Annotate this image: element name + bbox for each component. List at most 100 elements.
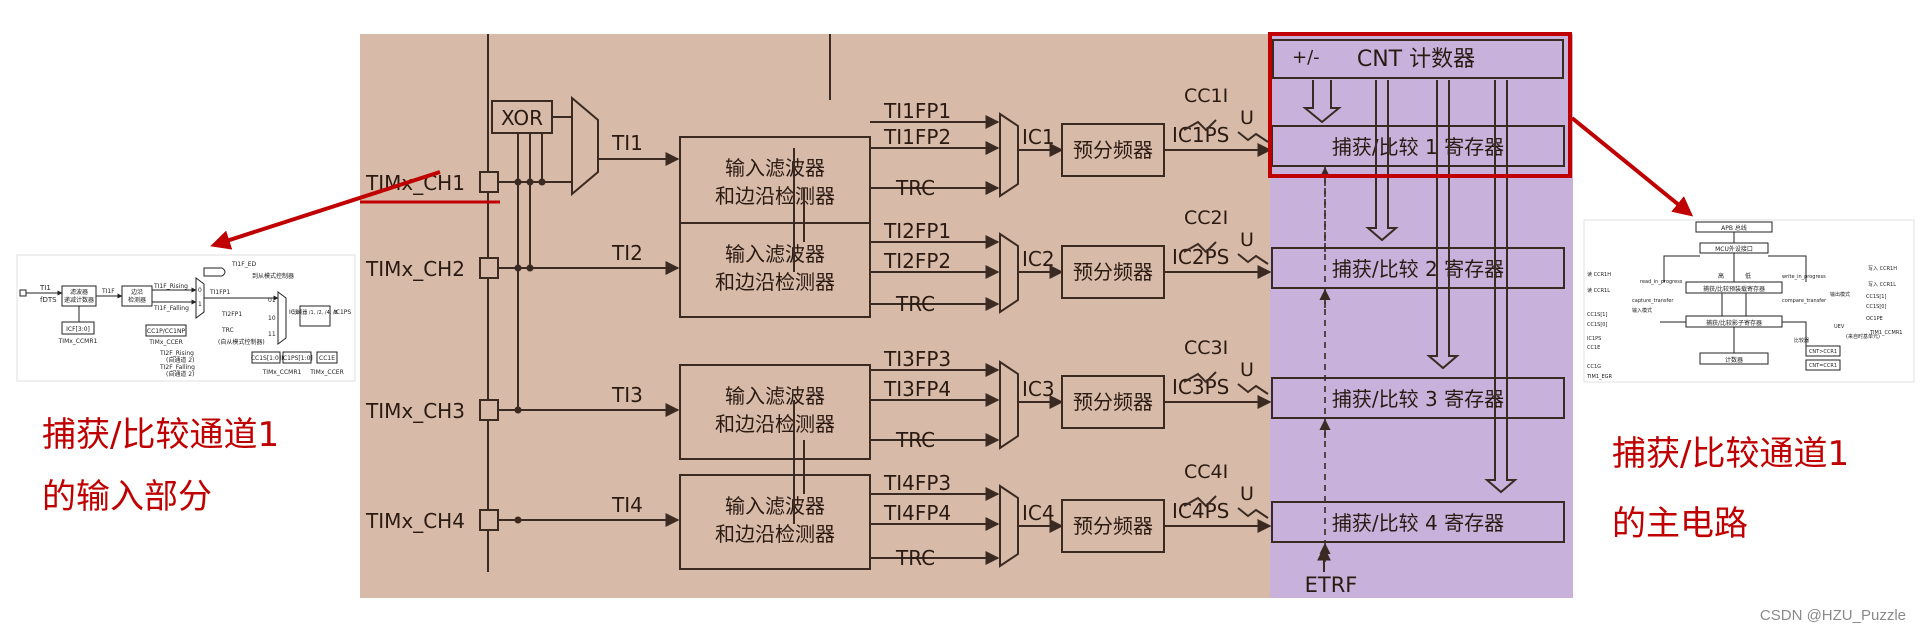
trc-ch1: TRC [895, 176, 935, 200]
u-label-ch2: U [1240, 229, 1254, 251]
svg-text:TI1F_ED: TI1F_ED [231, 261, 256, 268]
ti-label-ch3: TI3 [611, 383, 643, 407]
svg-text:检测器: 检测器 [128, 296, 146, 304]
svg-text:读 CCR1H: 读 CCR1H [1587, 271, 1611, 278]
filter-label1-ch4: 输入滤波器 [725, 494, 825, 518]
ic-mux-ch1 [999, 112, 1019, 198]
register-label-2: 捕获/比较 2 寄存器 [1332, 257, 1504, 281]
svg-text:CC1S[0]: CC1S[0] [1587, 322, 1607, 328]
left-thumbnail: TI1 fDTS 滤波器 递减计数器 TI1F 边沿 检测器 TI1F_Risi… [16, 254, 356, 382]
cci-label-ch4: CC4I [1184, 461, 1228, 483]
xor-mux [571, 95, 599, 197]
svg-text:CNT=CCR1: CNT=CCR1 [1809, 363, 1837, 369]
filter-label1-ch2: 输入滤波器 [725, 242, 825, 266]
prescaler-ch4 [1061, 499, 1165, 553]
u-label-ch1: U [1240, 107, 1254, 129]
svg-text:读 CCR1L: 读 CCR1L [1587, 287, 1610, 294]
filter-edge-detector-ch4 [679, 474, 871, 570]
svg-text:TI2FP1: TI2FP1 [221, 311, 242, 318]
svg-text:(来自时基单元): (来自时基单元) [1846, 333, 1880, 340]
svg-text:TRC: TRC [221, 327, 234, 334]
filter-label1-ch1: 输入滤波器 [725, 156, 825, 180]
capture-compare-register-1 [1271, 125, 1565, 167]
prescaler-ch3 [1061, 375, 1165, 429]
trc-ch2: TRC [895, 292, 935, 316]
filter-edge-detector-ch1 [679, 136, 871, 232]
u-label-ch3: U [1240, 359, 1254, 381]
svg-text:IC1PS: IC1PS [1587, 336, 1601, 342]
filter-label2-ch3: 和边沿检测器 [715, 412, 835, 436]
svg-text:TIMx_CCMR1: TIMx_CCMR1 [58, 338, 98, 345]
svg-text:捕获/比较预装载寄存器: 捕获/比较预装载寄存器 [1703, 285, 1765, 293]
ic-mux-ch3 [999, 360, 1019, 450]
ic-label-ch4: IC4 [1022, 501, 1055, 525]
fp-a-ch1: TI1FP1 [883, 99, 951, 123]
right-pointer-arrow [1570, 116, 1694, 217]
svg-text:CC1S[0]: CC1S[0] [1866, 304, 1886, 310]
filter-label2-ch2: 和边沿检测器 [715, 270, 835, 294]
svg-text:MCU外设接口: MCU外设接口 [1715, 245, 1753, 253]
pin-ch3 [479, 399, 499, 421]
u-label-ch4: U [1240, 483, 1254, 505]
xor-block [491, 100, 553, 134]
svg-text:10: 10 [268, 315, 276, 322]
pin-label-ch4: TIMx_CH4 [365, 509, 465, 533]
filter-edge-detector-ch2 [679, 222, 871, 318]
svg-text:compare_transfer: compare_transfer [1782, 298, 1827, 304]
svg-text:写入 CCR1H: 写入 CCR1H [1868, 266, 1897, 272]
svg-text:TIMx_CCMR1: TIMx_CCMR1 [262, 369, 302, 376]
left-caption-line1: 捕获/比较通道1 [42, 415, 279, 455]
left-pointer-arrow [210, 170, 441, 250]
svg-text:TI1FP1: TI1FP1 [209, 289, 230, 296]
ic-label-ch2: IC2 [1022, 247, 1055, 271]
cnt-counter [1272, 39, 1564, 79]
filter-edge-detector-ch3 [679, 364, 871, 460]
svg-text:CC1S[1]: CC1S[1] [1866, 294, 1886, 300]
svg-text:(自从模式控制器): (自从模式控制器) [218, 338, 265, 346]
svg-text:TIMx_CCER: TIMx_CCER [148, 339, 183, 346]
fp-a-ch2: TI2FP1 [883, 219, 951, 243]
prescaler-ch1 [1061, 123, 1165, 177]
svg-text:IC1PS[1:0]: IC1PS[1:0] [281, 355, 313, 362]
svg-text:TIM1_EGR: TIM1_EGR [1586, 374, 1613, 380]
ps-label-ch1: IC1PS [1172, 123, 1229, 147]
plus-minus-label: +/- [1292, 47, 1320, 68]
channel1-highlight [1268, 32, 1572, 178]
svg-text:11: 11 [268, 331, 276, 338]
cnt-label: CNT 计数器 [1357, 47, 1475, 72]
svg-text:(自通道 2): (自通道 2) [166, 356, 194, 364]
xor-label: XOR [501, 106, 543, 130]
prescaler-label-ch4: 预分频器 [1073, 514, 1153, 538]
register-label-1: 捕获/比较 1 寄存器 [1332, 135, 1504, 159]
filter-label1-ch3: 输入滤波器 [725, 384, 825, 408]
ti-label-ch1: TI1 [611, 131, 643, 155]
svg-text:递减计数器: 递减计数器 [64, 296, 94, 304]
svg-text:TI2F_Rising: TI2F_Rising [159, 350, 194, 357]
svg-text:计数器: 计数器 [1725, 356, 1743, 364]
right-thumbnail: APB 总线 MCU外设接口 捕获/比较预装载寄存器 捕获/比较影子寄存器 计数… [1583, 219, 1915, 383]
pin-label-ch2: TIMx_CH2 [365, 257, 465, 281]
svg-text:CC1E: CC1E [319, 355, 335, 362]
svg-text:输入模式: 输入模式 [1632, 307, 1652, 314]
etrf-label: ETRF [1305, 573, 1358, 597]
pin-ch4 [479, 509, 499, 531]
svg-text:fDTS: fDTS [40, 296, 57, 304]
filter-label2-ch4: 和边沿检测器 [715, 522, 835, 546]
svg-text:TI1F: TI1F [101, 288, 115, 295]
trc-ch3: TRC [895, 428, 935, 452]
pin-ch1 [479, 171, 499, 193]
prescaler-label-ch3: 预分频器 [1073, 390, 1153, 414]
right-caption-line2: 的主电路 [1612, 504, 1748, 544]
pin-ch2 [479, 257, 499, 279]
watermark: CSDN @HZU_Puzzle [1760, 607, 1906, 624]
svg-text:写入 CCR1L: 写入 CCR1L [1868, 282, 1896, 288]
fp-b-ch4: TI4FP4 [883, 501, 951, 525]
left-caption: 捕获/比较通道1 的输入部分 [42, 415, 279, 517]
ic-mux-ch2 [999, 232, 1019, 314]
left-caption-line2: 的输入部分 [42, 477, 212, 517]
svg-text:CC1G: CC1G [1587, 364, 1601, 370]
svg-text:CC1S[1]: CC1S[1] [1587, 312, 1607, 318]
svg-text:输出模式: 输出模式 [1830, 291, 1850, 298]
svg-text:APB 总线: APB 总线 [1721, 224, 1747, 232]
register-label-3: 捕获/比较 3 寄存器 [1332, 387, 1504, 411]
